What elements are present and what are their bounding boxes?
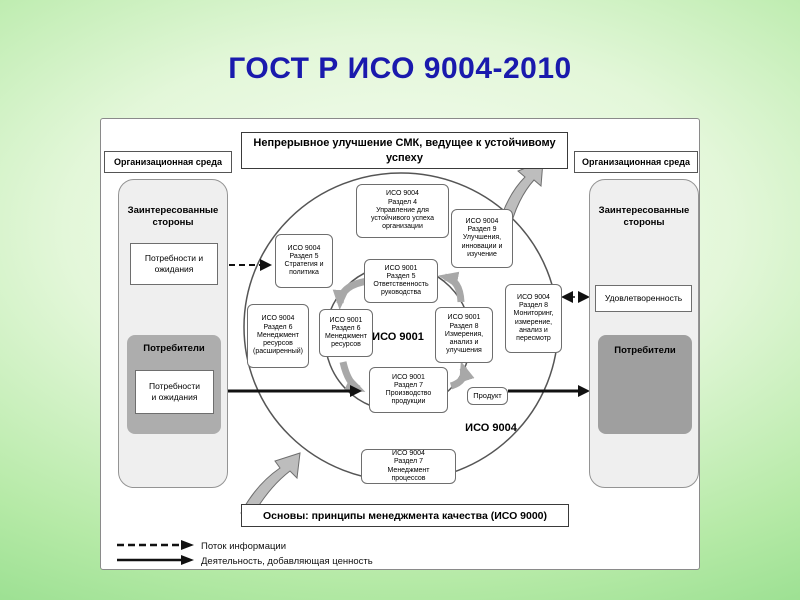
top-banner: Непрерывное улучшение СМК, ведущее к уст… [241, 132, 568, 169]
right-stakeholders-label: Заинтересованные стороны [598, 205, 690, 229]
box-iso9001-section6: ИСО 9001 Раздел 6 Менеджмент ресурсов [319, 309, 373, 357]
box-iso9004-section5: ИСО 9004 Раздел 5 Стратегия и политика [275, 234, 333, 288]
left-stakeholders-label: Заинтересованные стороны [127, 205, 219, 229]
box-iso9004-section4: ИСО 9004 Раздел 4 Управление для устойчи… [356, 184, 449, 238]
iso9001-label: ИСО 9001 [372, 331, 424, 343]
box-iso9004-section8: ИСО 9004 Раздел 8 Мониторинг, измерение,… [505, 284, 562, 353]
right-consumers-box: Потребители [598, 335, 692, 434]
legend-info-flow: Поток информации [115, 539, 373, 554]
box-iso9001-section5: ИСО 9001 Раздел 5 Ответственность руково… [364, 259, 438, 303]
left-consumers-label: Потребители [143, 343, 205, 354]
box-iso9001-section8: ИСО 9001 Раздел 8 Измерения, анализ и ул… [435, 307, 493, 363]
left-consumers-box: Потребители Потребности и ожидания [127, 335, 221, 434]
box-iso9001-section7: ИСО 9001 Раздел 7 Производство продукции [369, 367, 448, 413]
left-env-container: Заинтересованные стороны Потребности и о… [118, 179, 228, 488]
box-iso9004-section6: ИСО 9004 Раздел 6 Менеджмент ресурсов (р… [247, 304, 309, 368]
legend-value-flow: Деятельность, добавляющая ценность [115, 554, 373, 569]
right-env-header: Организационная среда [574, 151, 698, 173]
box-iso9004-section9: ИСО 9004 Раздел 9 Улучшения, инновации и… [451, 209, 513, 268]
bottom-banner: Основы: принципы менеджмента качества (И… [241, 504, 569, 527]
solid-arrow-icon [115, 554, 201, 569]
right-consumers-label: Потребители [614, 345, 676, 356]
legend-info-label: Поток информации [201, 541, 287, 552]
slide-title: ГОСТ Р ИСО 9004-2010 [228, 52, 572, 85]
cycle-arrow-bottom-to-right [449, 361, 475, 390]
satisfaction-box: Удовлетворенность [595, 285, 692, 312]
left-consumers-needs-box: Потребности и ожидания [135, 370, 214, 414]
iso9004-label: ИСО 9004 [465, 422, 517, 434]
cycle-arrow-top-to-left [332, 277, 369, 310]
box-iso9004-section7: ИСО 9004 Раздел 7 Менеджмент процессов [361, 449, 456, 484]
left-needs-expectations-box: Потребности и ожидания [130, 243, 218, 285]
product-box: Продукт [467, 387, 508, 405]
dashed-arrow-icon [115, 539, 201, 554]
right-env-container: Заинтересованные стороны Удовлетвореннос… [589, 179, 699, 488]
big-arrow-from-bottom-banner [240, 452, 301, 516]
legend-value-label: Деятельность, добавляющая ценность [201, 556, 373, 567]
left-env-header: Организационная среда [104, 151, 232, 173]
legend: Поток информации Деятельность, добавляющ… [115, 539, 373, 569]
cycle-arrow-right-to-top [438, 271, 465, 303]
diagram-panel: Непрерывное улучшение СМК, ведущее к уст… [100, 118, 700, 570]
